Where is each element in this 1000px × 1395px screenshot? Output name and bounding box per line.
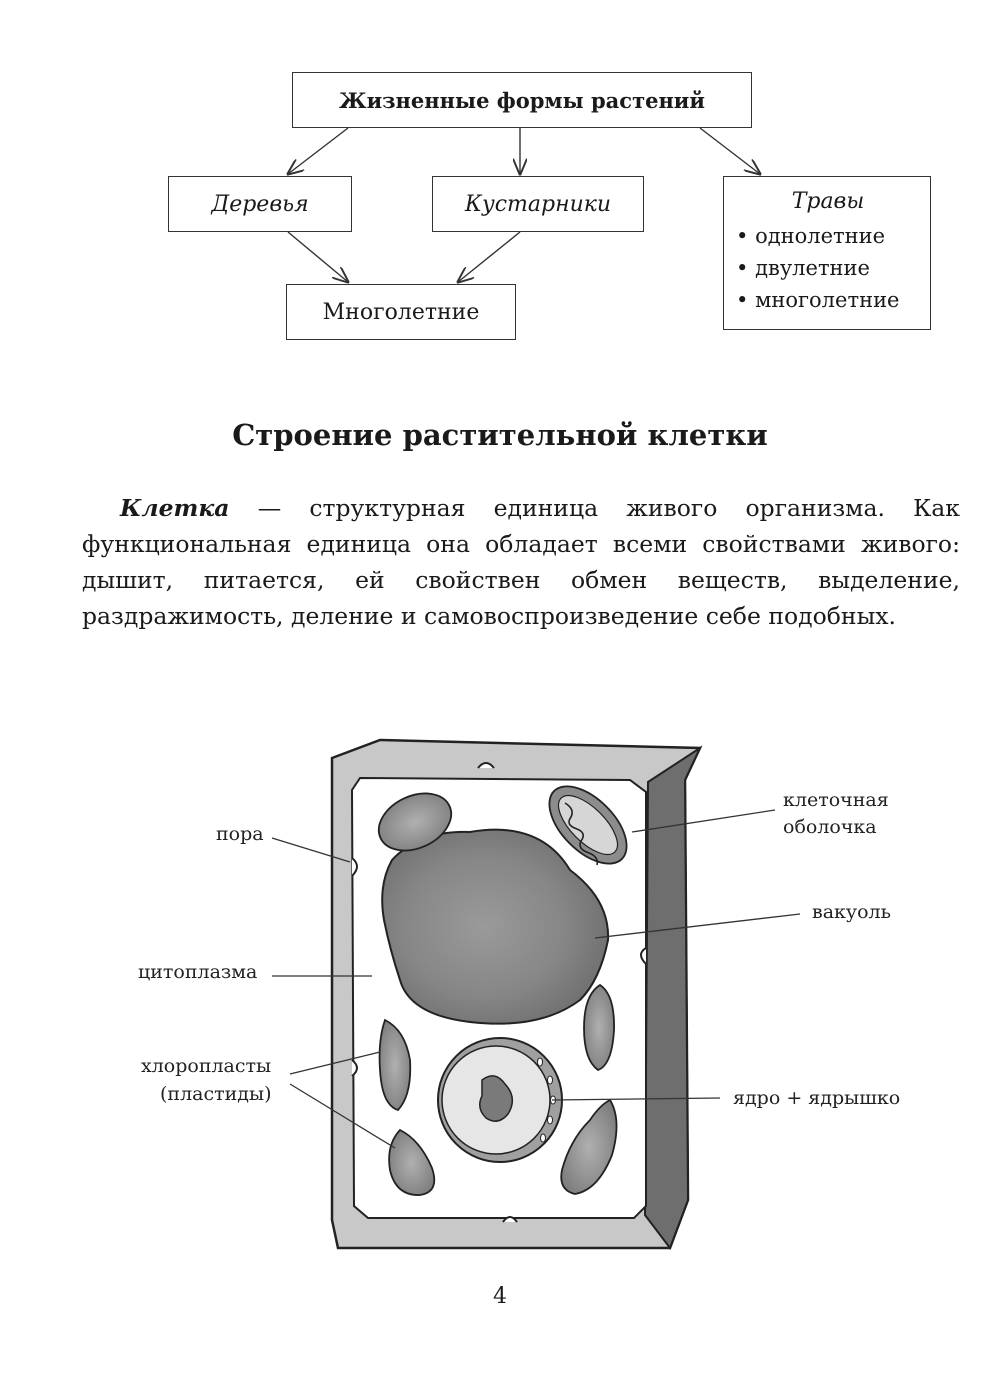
label-pore: пора [216,823,264,845]
flowchart-root-box: Жизненные формы растений [292,72,752,128]
flowchart-shrubs-box: Кустарники [432,176,644,232]
flowchart-root-label: Жизненные формы растений [339,87,705,113]
herbs-list: однолетние двулетние многолетние [736,220,900,316]
arrow-shrubs-to-perennial [458,231,521,282]
pore-icon [351,857,358,877]
flowchart-perennial-label: Многолетние [322,299,480,325]
nucleolus [479,1075,514,1122]
herbs-list-item: однолетние [736,220,900,252]
chloroplast [377,792,453,852]
definition-term: Клетка [120,494,230,522]
chloroplast-inner [557,794,619,856]
label-nucleus: ядро + ядрышко [733,1087,900,1109]
arrow-root-to-trees [288,127,349,174]
definition-paragraph: Клетка — структурная единица живого орга… [82,490,960,634]
vacuole [381,828,610,1025]
label-cell-wall-1: клеточная [783,789,889,811]
chloroplast [560,1098,618,1195]
label-chloroplasts-2: (пластиды) [160,1083,272,1105]
definition-text: — структурная единица живого организма. … [82,494,960,630]
page-number: 4 [493,1284,507,1309]
pore-icon [640,947,647,965]
cell-wall-shadow [643,745,703,1251]
pore-icon [351,1059,358,1077]
herbs-list-item: многолетние [736,284,899,316]
flowchart-perennial-box: Многолетние [286,284,516,340]
flowchart-arrows [0,127,1000,360]
arrow-root-to-herbs [699,127,760,174]
section-title: Строение растительной клетки [232,418,768,452]
chloroplast [583,983,615,1072]
flowchart-herbs-title: Травы [791,189,865,214]
herbs-list-item: двулетние [736,252,900,284]
flowchart-trees-box: Деревья [168,176,352,232]
label-chloroplasts-1: хлоропласты [141,1055,271,1077]
chloroplast [388,1128,436,1196]
plant-cell-diagram: пора цитоплазма хлоропласты (пластиды) к… [138,738,900,1251]
pore-icon [502,1216,518,1223]
label-vacuole: вакуоль [812,901,891,923]
flowchart-shrubs-label: Кустарники [464,191,612,217]
arrow-trees-to-perennial [287,231,348,282]
label-cytoplasm: цитоплазма [138,961,257,983]
label-cell-wall-2: оболочка [783,816,877,838]
pore-icon [477,762,495,769]
chloroplast [378,1018,412,1112]
flowchart-trees-label: Деревья [211,191,309,217]
flowchart-herbs-box: Травы однолетние двулетние многолетние [723,176,931,330]
